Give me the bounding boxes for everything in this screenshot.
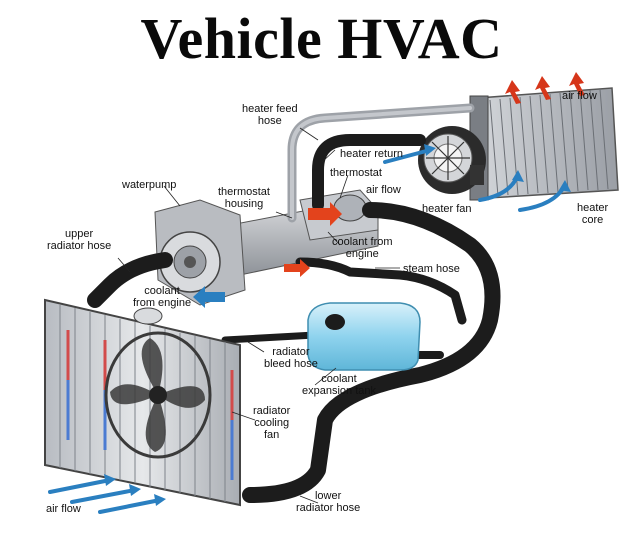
coolant-expansion-tank xyxy=(307,302,421,371)
hoses xyxy=(87,103,501,503)
radiator xyxy=(44,298,241,507)
page-title: Vehicle HVAC xyxy=(140,6,503,71)
label-waterpump: waterpump xyxy=(122,179,177,191)
hot-air-arrows xyxy=(505,72,585,104)
coolant-flow-arrows xyxy=(284,202,342,277)
label-heater-fan: heater fan xyxy=(422,203,472,215)
label-heater-return: heater return xyxy=(340,148,403,160)
label-air-flow-mid: air flow xyxy=(366,184,401,196)
label-air-flow-bottom: air flow xyxy=(46,503,81,515)
label-steam-hose: steam hose xyxy=(403,263,460,275)
leader-lines xyxy=(117,127,400,504)
waterpump xyxy=(154,199,246,306)
coolant-return-arrow xyxy=(193,286,225,308)
heater-fan xyxy=(418,126,486,194)
radiator-cooling-fan xyxy=(104,331,212,459)
heater-core xyxy=(469,87,619,201)
label-thermostat: thermostat xyxy=(330,167,382,179)
label-air-flow-top: air flow xyxy=(562,90,597,102)
